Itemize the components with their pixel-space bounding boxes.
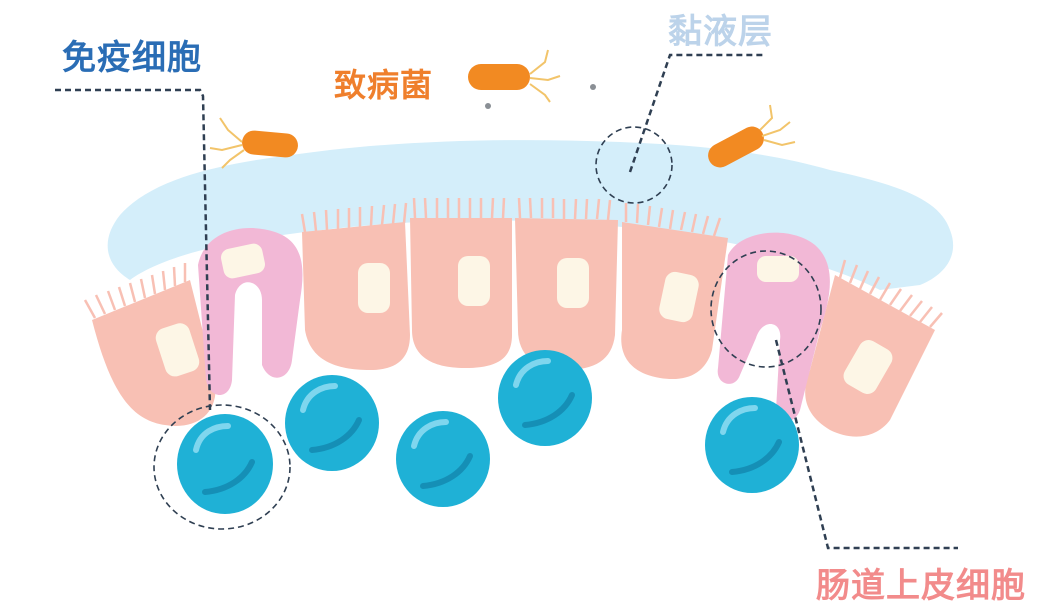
immune-leader-line xyxy=(55,88,212,411)
mucus-leader-line xyxy=(628,53,765,173)
epithelial-cell xyxy=(302,222,410,370)
immune-cell xyxy=(498,350,592,446)
immune-cell xyxy=(285,375,379,471)
pathogen xyxy=(209,117,298,169)
pathogen xyxy=(468,49,561,103)
mucus-highlight-circle xyxy=(595,126,673,204)
leader-lines xyxy=(55,53,958,550)
epithelial-leader-line xyxy=(774,339,958,550)
particle xyxy=(485,103,491,109)
epithelial-cells-label: 肠道上皮细胞 xyxy=(816,566,1026,606)
immune-cells-label: 免疫细胞 xyxy=(62,38,202,78)
epithelial-cell xyxy=(92,280,216,426)
epithelial-highlight-circle xyxy=(710,250,822,368)
immune-highlight-circle xyxy=(153,404,291,530)
immune-cell xyxy=(705,397,799,493)
mucus-layer-label: 黏液层 xyxy=(668,12,773,52)
microvilli xyxy=(83,197,943,328)
pathogen xyxy=(708,104,796,168)
immune-cell xyxy=(177,414,273,514)
pathogens-label: 致病菌 xyxy=(334,66,434,104)
immune-cells xyxy=(177,350,799,514)
particle xyxy=(590,84,596,90)
goblet-cell xyxy=(717,232,830,422)
nuclei xyxy=(155,243,893,394)
pathogens xyxy=(209,49,796,169)
immune-cell xyxy=(396,411,490,507)
